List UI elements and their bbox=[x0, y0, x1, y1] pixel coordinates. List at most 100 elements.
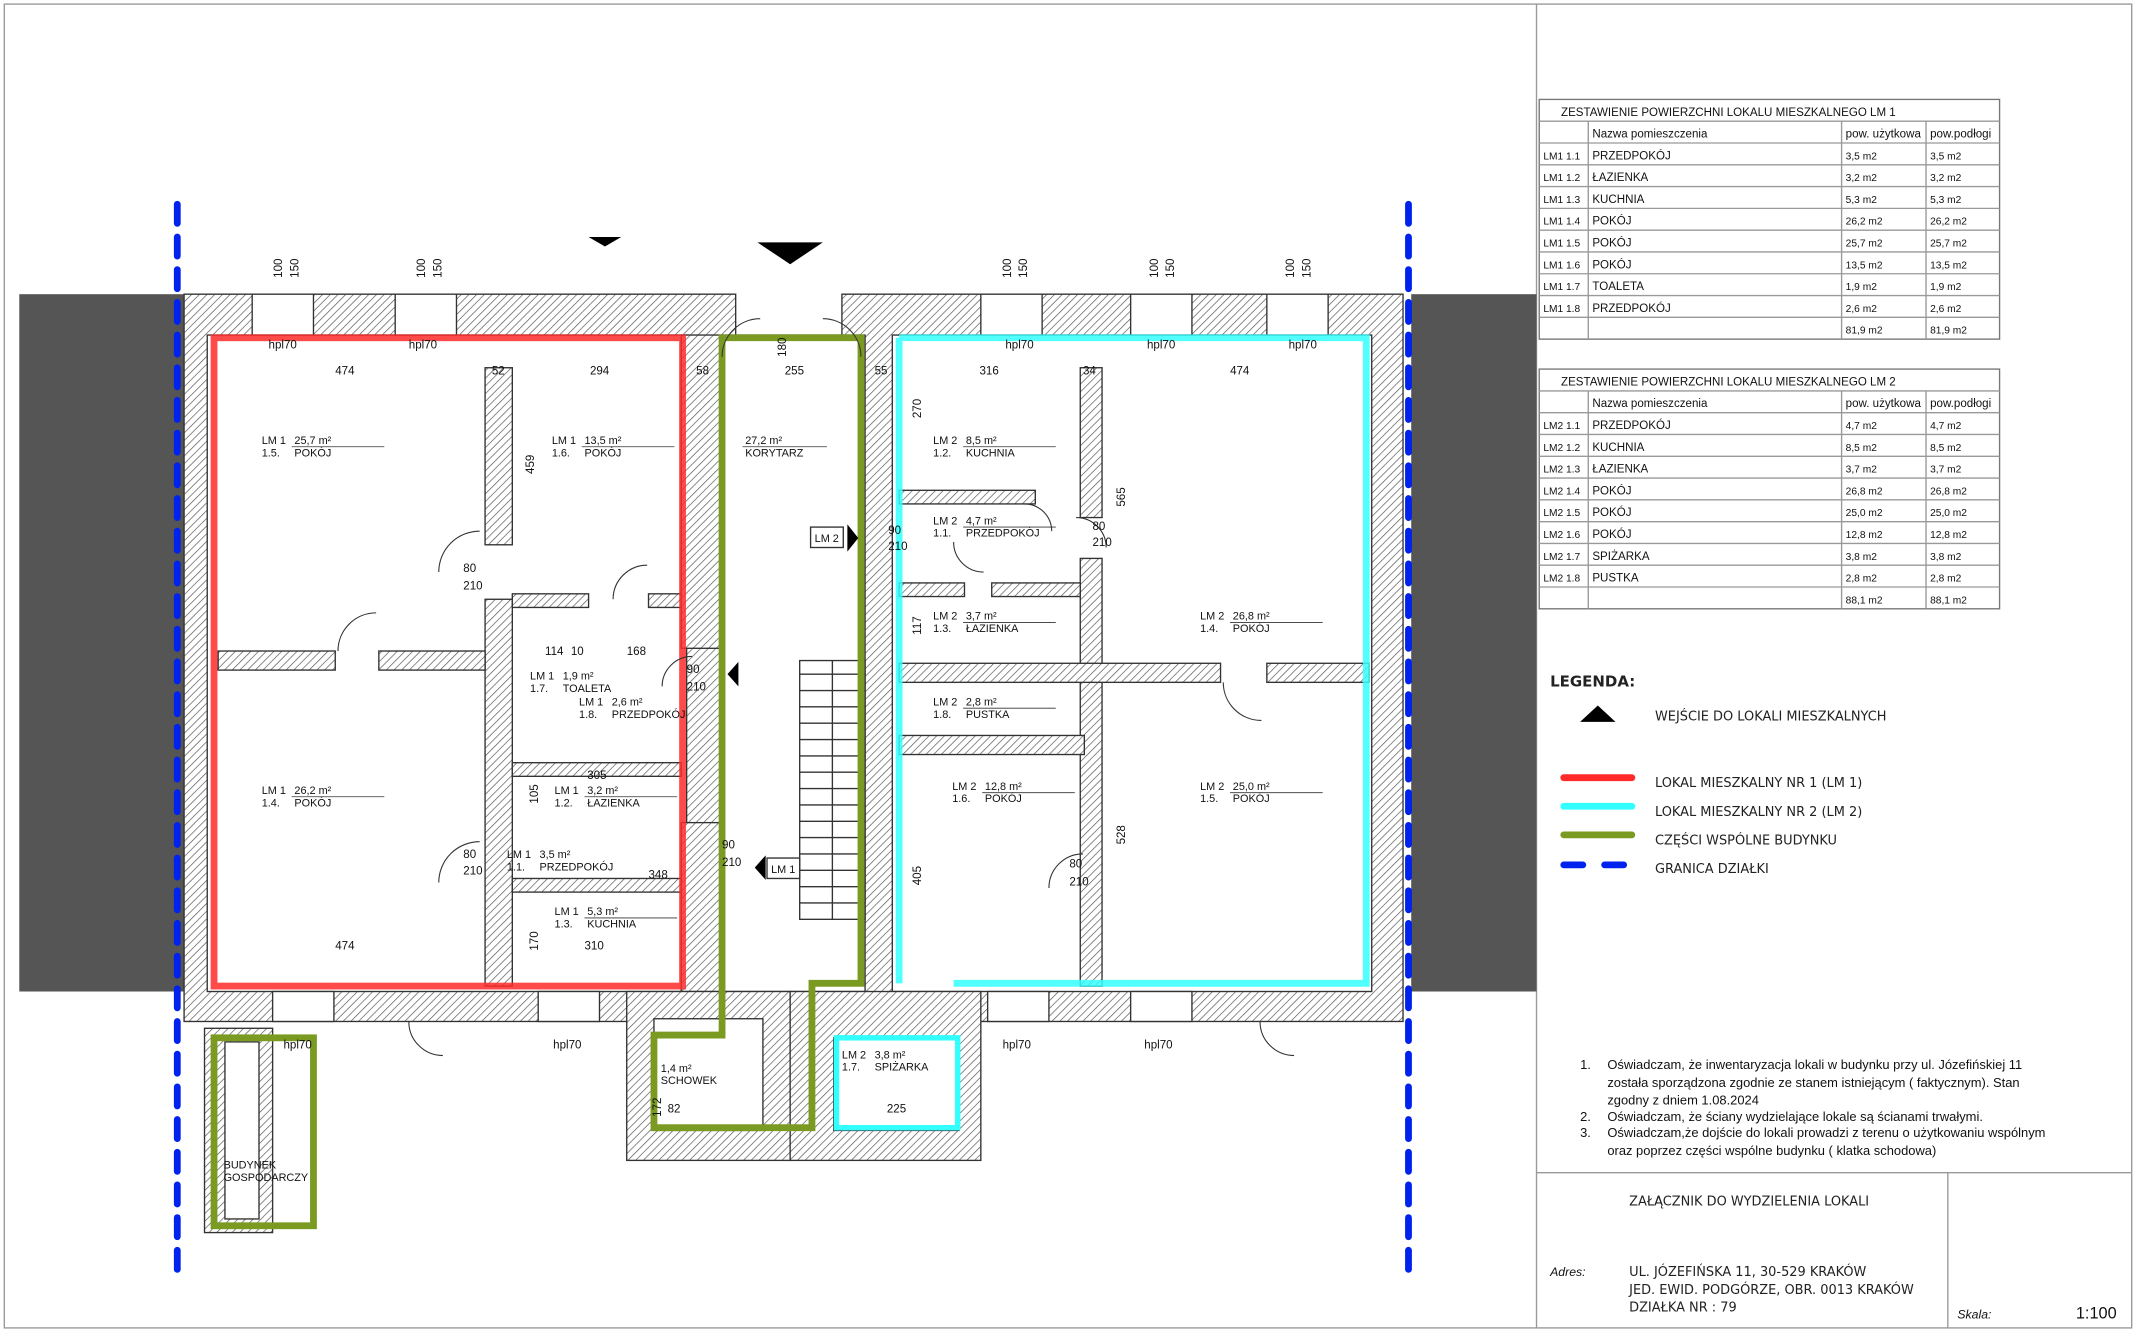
table-cell: LM1 1.8 bbox=[1543, 304, 1580, 315]
dimension-label: 100 bbox=[1149, 259, 1161, 278]
svg-text:2,8 m²: 2,8 m² bbox=[966, 696, 997, 708]
dimension-label: 150 bbox=[1165, 259, 1177, 278]
svg-text:1.: 1. bbox=[1580, 1057, 1591, 1072]
table-cell: LM1 1.4 bbox=[1543, 217, 1580, 228]
entry-lm2-icon bbox=[847, 524, 859, 552]
table-cell: 8,5 m2 bbox=[1846, 443, 1878, 454]
svg-text:27,2 m²: 27,2 m² bbox=[745, 435, 782, 447]
neighbor-building-right bbox=[1411, 294, 1537, 992]
dimension-label: 565 bbox=[1116, 487, 1128, 506]
svg-text:3,8 m²: 3,8 m² bbox=[875, 1049, 906, 1061]
svg-text:1.6.: 1.6. bbox=[552, 447, 570, 459]
address-label: Adres: bbox=[1549, 1265, 1585, 1279]
notes: 1. Oświadczam, że inwentaryzacja lokali … bbox=[1580, 1057, 2045, 1158]
svg-text:PRZEDPOKÓJ: PRZEDPOKÓJ bbox=[966, 527, 1040, 540]
svg-text:POKÓJ: POKÓJ bbox=[1233, 792, 1270, 805]
svg-text:LM 2: LM 2 bbox=[933, 435, 957, 447]
svg-text:1.4.: 1.4. bbox=[262, 797, 280, 809]
legend-title: LEGENDA: bbox=[1550, 672, 1635, 690]
svg-text:1.7.: 1.7. bbox=[530, 683, 548, 695]
dimension-label: 114 bbox=[545, 646, 564, 658]
svg-text:1.1.: 1.1. bbox=[933, 528, 951, 540]
lm1-boundary bbox=[210, 334, 686, 990]
table-cell: 2,8 m2 bbox=[1846, 574, 1878, 585]
svg-text:1.5.: 1.5. bbox=[262, 447, 280, 459]
svg-text:TOALETA: TOALETA bbox=[563, 683, 612, 695]
dimension-label: 90 bbox=[722, 840, 735, 852]
table-cell: ŁAZIENKA bbox=[1592, 172, 1648, 184]
drawing-title: ZAŁĄCZNIK DO WYDZIELENIA LOKALI bbox=[1629, 1194, 1869, 1209]
dimension-label: 459 bbox=[525, 455, 537, 474]
svg-text:LM 1: LM 1 bbox=[555, 785, 579, 797]
svg-text:LM 1: LM 1 bbox=[262, 785, 286, 797]
svg-text:3,5 m²: 3,5 m² bbox=[540, 849, 571, 861]
table-cell: 3,8 m2 bbox=[1846, 552, 1878, 563]
dimension-label: 82 bbox=[668, 1104, 681, 1116]
dimension-label: 210 bbox=[888, 541, 907, 553]
table-cell: 2,6 m2 bbox=[1846, 304, 1878, 315]
table-cell: POKÓJ bbox=[1592, 258, 1631, 271]
svg-text:1.4.: 1.4. bbox=[1200, 623, 1218, 635]
table-cell: 1,9 m2 bbox=[1930, 282, 1962, 293]
dimension-label: 210 bbox=[463, 581, 482, 593]
table-cell: 5,3 m2 bbox=[1846, 195, 1878, 206]
dimension-label: 117 bbox=[912, 616, 924, 634]
svg-text:12,8 m²: 12,8 m² bbox=[985, 781, 1022, 793]
svg-text:4,7 m²: 4,7 m² bbox=[966, 515, 997, 527]
table-cell: 25,7 m2 bbox=[1930, 239, 1967, 250]
table-cell: 12,8 m2 bbox=[1846, 530, 1883, 541]
svg-text:SCHOWEK: SCHOWEK bbox=[661, 1075, 718, 1087]
table-cell: POKÓJ bbox=[1592, 237, 1631, 250]
table-cell: 3,5 m2 bbox=[1846, 151, 1878, 162]
svg-text:13,5 m²: 13,5 m² bbox=[585, 435, 622, 447]
dimension-label: hpl70 bbox=[1147, 340, 1175, 352]
legend-item: LOKAL MIESZKALNY NR 2 (LM 2) bbox=[1655, 805, 1862, 820]
dimension-label: 225 bbox=[887, 1104, 906, 1116]
dimension-label: 168 bbox=[627, 646, 646, 658]
table-cell: LM2 1.4 bbox=[1543, 486, 1580, 497]
table-cell: ŁAZIENKA bbox=[1592, 464, 1648, 476]
svg-text:1.5.: 1.5. bbox=[1200, 793, 1218, 805]
title-block: ZAŁĄCZNIK DO WYDZIELENIA LOKALI Adres: U… bbox=[1536, 1171, 2132, 1328]
table-cell: 3,7 m2 bbox=[1846, 465, 1878, 476]
svg-text:3,7 m²: 3,7 m² bbox=[966, 611, 997, 623]
svg-text:1.8.: 1.8. bbox=[933, 709, 951, 721]
svg-text:2,6 m²: 2,6 m² bbox=[612, 696, 643, 708]
table-cell: 81,9 m2 bbox=[1930, 326, 1967, 337]
svg-text:1.3.: 1.3. bbox=[933, 623, 951, 635]
table-cell: 88,1 m2 bbox=[1930, 595, 1967, 606]
svg-text:1.2.: 1.2. bbox=[933, 447, 951, 459]
table-cell: POKÓJ bbox=[1592, 506, 1631, 519]
dimension-label: 210 bbox=[722, 857, 741, 869]
dimension-label: 310 bbox=[585, 940, 604, 952]
entry-tag-lm1 bbox=[766, 857, 801, 880]
table-cell: KUCHNIA bbox=[1592, 194, 1644, 206]
dimension-label: hpl70 bbox=[284, 1040, 312, 1052]
dimension-label: 58 bbox=[696, 366, 709, 378]
table-header: Nazwa pomieszczenia bbox=[1592, 398, 1708, 410]
area-table-lm2: ZESTAWIENIE POWIERZCHNI LOKALU MIESZKALN… bbox=[1538, 368, 2001, 610]
table-cell: 2,8 m2 bbox=[1930, 574, 1962, 585]
table-cell: 5,3 m2 bbox=[1930, 195, 1962, 206]
dimension-label: 80 bbox=[463, 563, 476, 575]
svg-text:LM 2: LM 2 bbox=[933, 611, 957, 623]
legend-item: GRANICA DZIAŁKI bbox=[1655, 862, 1769, 877]
table-cell: PRZEDPOKÓJ bbox=[1592, 149, 1670, 162]
svg-text:25,0 m²: 25,0 m² bbox=[1233, 781, 1270, 793]
table-cell: 26,2 m2 bbox=[1930, 217, 1967, 228]
svg-text:1.3.: 1.3. bbox=[555, 918, 573, 930]
svg-text:3.: 3. bbox=[1580, 1125, 1591, 1140]
svg-text:LM 1: LM 1 bbox=[579, 696, 603, 708]
